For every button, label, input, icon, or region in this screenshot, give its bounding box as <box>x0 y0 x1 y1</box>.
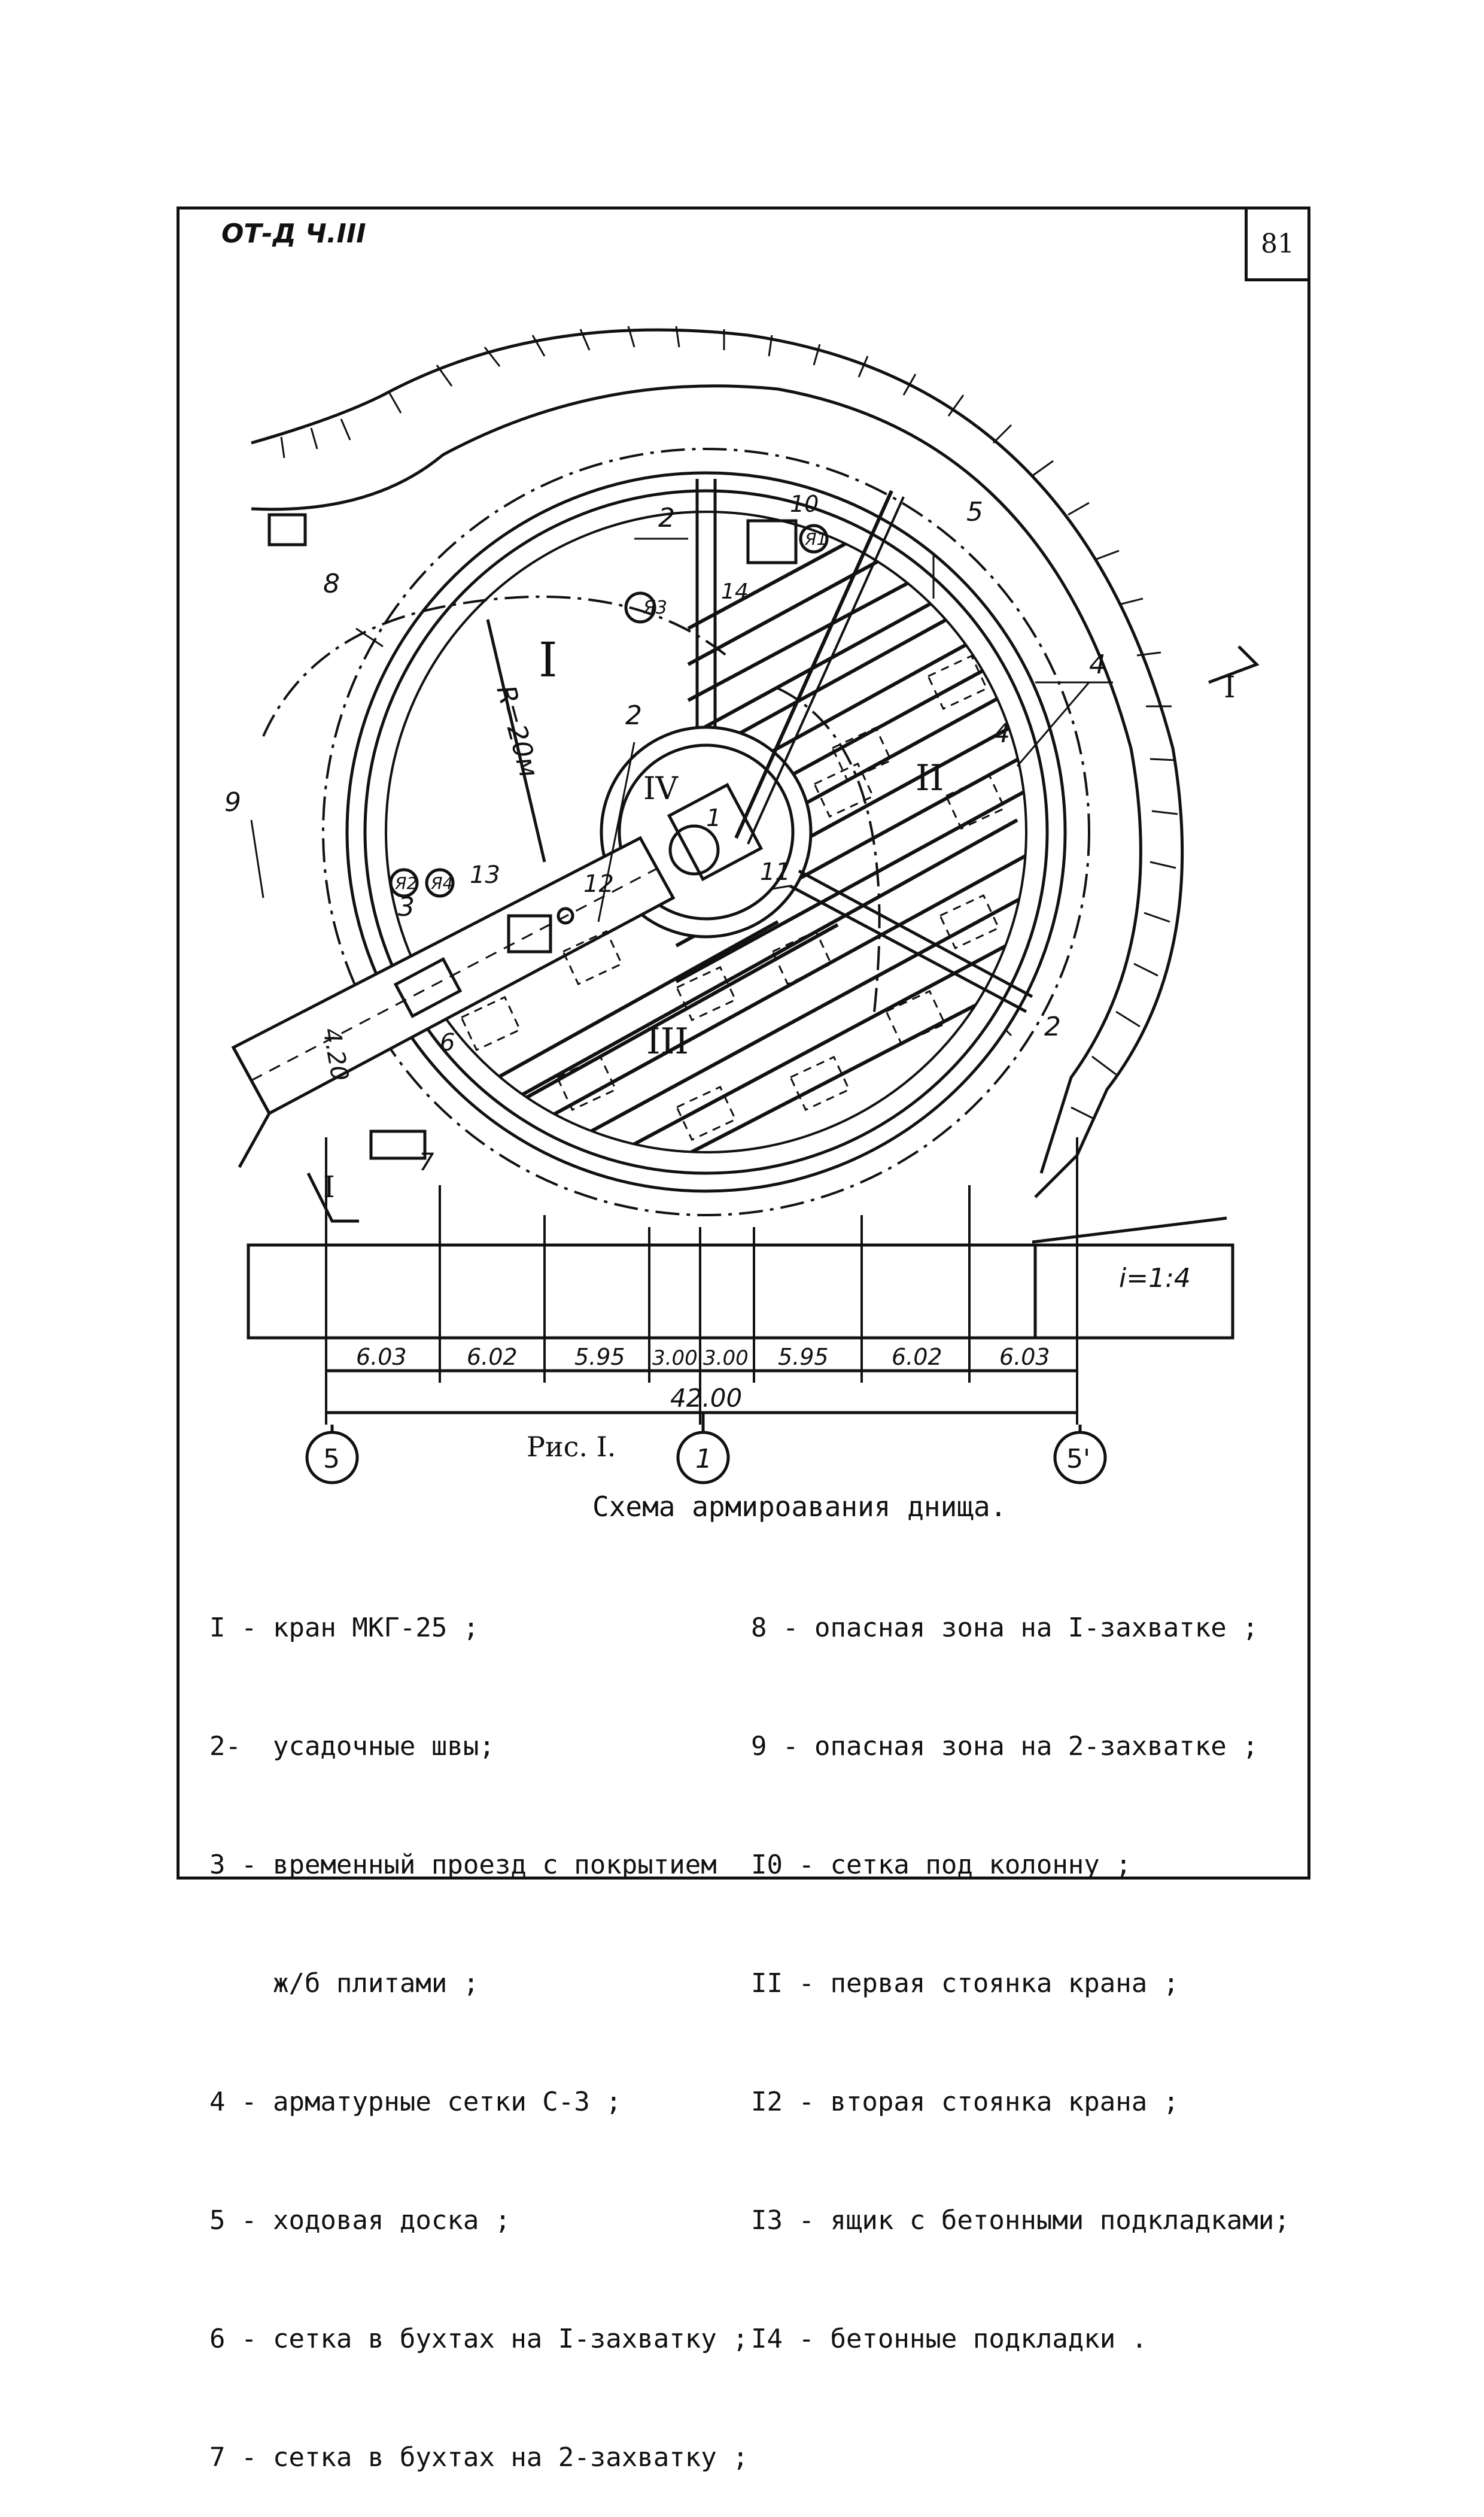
callout-2b: 2 <box>625 700 642 731</box>
section-mark-right <box>1208 645 1260 684</box>
column-mesh-box-10 <box>746 519 798 564</box>
legend-item: 6 - сетка в бухтах на I-захватку ; <box>209 2324 749 2354</box>
tank-inner-wall <box>363 489 1049 1175</box>
dimension-4: 3.00 <box>652 1346 698 1370</box>
ramp-outer-edge <box>251 328 1184 1198</box>
callout-6: 6 <box>440 1029 455 1056</box>
callout-4a: 4 <box>1089 649 1106 680</box>
danger-zone-2 <box>262 595 731 737</box>
danger-zone-1 <box>322 448 1090 1216</box>
total-dimension: 42.00 <box>670 1383 742 1413</box>
point-ja2 <box>389 868 419 898</box>
legend-item: 7 - сетка в бухтах на 2-захватку ; <box>209 2442 749 2473</box>
section-mark-label-right: I <box>1224 670 1236 705</box>
callout-7: 7 <box>419 1149 434 1176</box>
dimension-2: 6.02 <box>467 1344 518 1370</box>
leader-lines <box>250 538 1113 1037</box>
callout-4b: 4 <box>993 718 1010 749</box>
section-mark-label-left: I <box>323 1170 335 1204</box>
tower-marker <box>267 513 307 546</box>
dimension-3: 5.95 <box>574 1344 625 1370</box>
callout-9: 9 <box>224 787 241 818</box>
dimension-8: 6.03 <box>999 1344 1050 1370</box>
legend-item: I2 - вторая стоянка крана ; <box>751 2087 1179 2117</box>
point-ja3 <box>624 591 656 624</box>
sheet-number: 81 <box>1245 207 1310 281</box>
callout-3: 3 <box>398 892 415 922</box>
legend-item: 8 - опасная зона на I-захватке ; <box>751 1613 1258 1643</box>
legend-item: I4 - бетонные подкладки . <box>751 2324 1148 2354</box>
callout-14: 14 <box>721 579 749 604</box>
ramp-inner-edge <box>251 384 1142 1174</box>
point-label-ja4: Я4 <box>430 873 453 893</box>
crane-body <box>667 782 764 882</box>
legend-item: 2- усадочные швы; <box>209 1731 495 1762</box>
concrete-pad-box-13 <box>507 914 552 954</box>
callout-5: 5 <box>966 497 983 527</box>
point-ja1 <box>799 524 829 554</box>
zone-label-III: III <box>646 1021 689 1062</box>
legend-left-column: I - кран МКГ-25 ; 2- усадочные швы; 3 - … <box>209 1529 749 2517</box>
point-label-ja3: Я3 <box>643 597 667 618</box>
dimension-7: 6.02 <box>892 1344 942 1370</box>
slope-label: i=1:4 <box>1119 1263 1191 1294</box>
dimension-5: 3.00 <box>703 1346 749 1370</box>
legend-right-column: 8 - опасная зона на I-захватке ; 9 - опа… <box>751 1529 1290 2398</box>
point-ja4 <box>425 868 455 898</box>
tank-floor-edge <box>385 511 1027 1153</box>
callout-12: 12 <box>583 870 614 898</box>
callout-11: 11 <box>760 858 790 886</box>
callout-1: 1 <box>706 804 721 832</box>
radius-label: R=20м <box>490 682 544 781</box>
legend-item: II - первая стоянка крана ; <box>751 1968 1179 1999</box>
zone-label-IV: IV <box>643 771 679 807</box>
callout-2a: 2 <box>658 503 675 533</box>
callout-13: 13 <box>470 861 500 889</box>
reinforcement-plan-drawing: I II III IV R=20м 4.20 i=1:4 Я3 Я1 Я2 Я4… <box>224 326 1260 1484</box>
tank-outer-wall <box>345 471 1067 1193</box>
point-label-ja2: Я2 <box>394 873 417 893</box>
legend-item: I3 - ящик с бетонными подкладками; <box>751 2205 1290 2236</box>
legend-item: ж/б плитами ; <box>209 1968 479 1999</box>
dimension-1: 6.03 <box>356 1344 407 1370</box>
callout-8: 8 <box>323 569 340 599</box>
crane-cab <box>668 824 720 876</box>
zone-label-II: II <box>916 757 944 799</box>
legend-item: I - кран МКГ-25 ; <box>209 1613 479 1643</box>
document-stamp: ОТ-Д Ч.III <box>221 218 366 249</box>
crane-boom <box>734 490 893 839</box>
point-label-ja1: Я1 <box>804 529 827 549</box>
figure-label: Рис. I. <box>527 1431 616 1463</box>
section-block <box>369 1130 427 1160</box>
axis-label-5-prime: 5' <box>1066 1444 1090 1474</box>
section-mark-left <box>306 1172 359 1223</box>
legend-item: 9 - опасная зона на 2-захватке ; <box>751 1731 1258 1762</box>
dimension-6: 5.95 <box>778 1344 829 1370</box>
mesh-bundle-6 <box>393 957 463 1018</box>
axis-label-5: 5 <box>323 1444 340 1474</box>
ramp-hatch <box>280 326 1178 1121</box>
legend-item: I0 - сетка под колонну ; <box>751 1850 1132 1880</box>
figure-title: Схема армироавания днища. <box>592 1490 1007 1523</box>
legend-item: 3 - временный проезд с покрытием <box>209 1850 717 1880</box>
axis-label-1: 1 <box>695 1444 712 1474</box>
central-column-inner <box>618 743 795 921</box>
mesh-c3-plates <box>460 654 1006 1141</box>
callout-2c: 2 <box>1044 1012 1061 1042</box>
zone-label-I: I <box>539 632 558 688</box>
radius-line <box>486 619 546 863</box>
callout-10: 10 <box>790 491 819 517</box>
legend-item: 5 - ходовая доска ; <box>209 2205 511 2236</box>
legend-item: 4 - арматурные сетки С-3 ; <box>209 2087 622 2117</box>
base-beam <box>247 1243 1234 1340</box>
drawing-frame <box>177 207 1310 1880</box>
